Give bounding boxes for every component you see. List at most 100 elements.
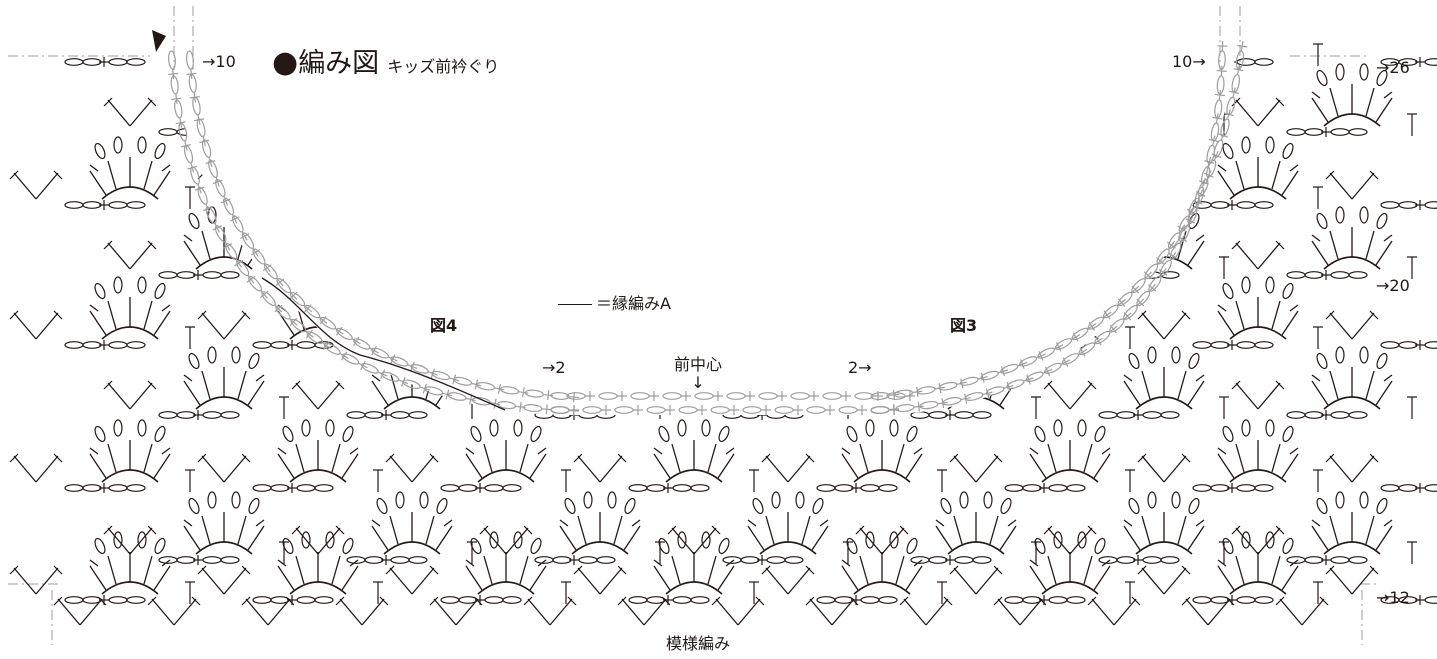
chain-row-stitch xyxy=(816,199,898,211)
front-center: 前中心 ↓ xyxy=(674,356,722,392)
v-stitch xyxy=(1181,596,1235,626)
chain-row-stitch xyxy=(1192,199,1274,211)
figure-label-left: 図4 xyxy=(430,316,458,335)
shell-fan-stitch xyxy=(465,531,547,595)
treble-stitch xyxy=(560,43,572,67)
edge-stitch xyxy=(886,390,916,402)
treble-stitch xyxy=(184,581,196,605)
treble-stitch xyxy=(936,186,948,210)
chain-row-stitch xyxy=(64,56,146,68)
shell-fan-stitch xyxy=(1029,531,1111,595)
shell-fan-stitch xyxy=(1029,419,1111,483)
border-a-line xyxy=(261,277,506,411)
chain-row-stitch xyxy=(346,409,428,421)
row-label-right-top-a: 10→ xyxy=(1172,52,1206,71)
v-stitch xyxy=(103,240,157,270)
chain-row-stitch xyxy=(534,126,616,138)
shell-fan-stitch xyxy=(183,206,265,270)
guide-lines xyxy=(8,6,1380,645)
legend: ＝縁編みA xyxy=(558,290,671,314)
edge-stitch xyxy=(211,222,235,254)
treble-stitch xyxy=(842,113,854,137)
v-stitch xyxy=(1325,310,1379,340)
v-stitch xyxy=(855,240,909,270)
treble-stitch xyxy=(1124,43,1136,67)
edge-stitch xyxy=(524,387,555,402)
v-stitch xyxy=(761,565,815,595)
edge-stitch xyxy=(333,324,364,349)
treble-stitch xyxy=(1124,581,1136,605)
edge-stitch xyxy=(614,404,644,416)
edge-stitch xyxy=(838,404,868,416)
edge-stitch xyxy=(496,398,527,414)
v-stitch xyxy=(1043,240,1097,270)
v-stitch xyxy=(1231,525,1285,555)
edge-stitch xyxy=(228,212,253,244)
v-stitch xyxy=(1087,596,1141,626)
v-stitch xyxy=(1043,525,1097,555)
treble-stitch xyxy=(1312,581,1324,605)
shell-fan-stitch xyxy=(935,63,1017,127)
v-stitch xyxy=(479,97,533,127)
edge-stitch xyxy=(1023,364,1055,386)
shell-fan-stitch xyxy=(1029,276,1111,340)
chain-row-stitch xyxy=(910,269,992,281)
chain-row-stitch xyxy=(1004,199,1086,211)
title-sub: キッズ前衿ぐり xyxy=(387,57,500,76)
v-stitch xyxy=(479,240,533,270)
v-stitch xyxy=(1137,170,1191,200)
v-stitch xyxy=(291,380,345,410)
v-stitch xyxy=(1275,596,1329,626)
treble-stitch xyxy=(1218,256,1230,280)
v-stitch xyxy=(667,525,721,555)
chain-row-stitch xyxy=(64,339,146,351)
v-stitch xyxy=(291,97,345,127)
chain-row-stitch xyxy=(534,269,616,281)
chain-row-stitch xyxy=(910,554,992,566)
treble-stitch xyxy=(1124,326,1136,350)
shell-fan-stitch xyxy=(183,491,265,555)
shell-fan-stitch xyxy=(1217,276,1299,340)
shell-fan-stitch xyxy=(277,531,359,595)
chain-row-stitch xyxy=(252,339,334,351)
treble-stitch xyxy=(842,256,854,280)
shell-fan-stitch xyxy=(935,491,1017,555)
treble-stitch xyxy=(466,113,478,137)
chain-row-stitch xyxy=(534,554,616,566)
v-stitch xyxy=(761,170,815,200)
treble-stitch xyxy=(654,113,666,137)
chain-row-stitch xyxy=(1286,554,1368,566)
v-stitch xyxy=(761,310,815,340)
chain-row-stitch xyxy=(910,409,992,421)
shell-fan-stitch xyxy=(89,276,171,340)
v-stitch xyxy=(385,565,439,595)
bullet-icon: ● xyxy=(272,45,299,80)
treble-stitch xyxy=(372,469,384,493)
treble-stitch xyxy=(278,256,290,280)
chain-row-stitch xyxy=(64,482,146,494)
v-stitch xyxy=(1231,240,1285,270)
edge-stitch xyxy=(321,339,352,364)
chain-row-stitch xyxy=(252,199,334,211)
edge-stitch xyxy=(165,50,180,80)
chain-row-stitch xyxy=(346,126,428,138)
shell-fan-stitch xyxy=(1217,136,1299,200)
v-stitch xyxy=(103,525,157,555)
shell-fan-stitch xyxy=(653,419,735,483)
edge-stitch xyxy=(710,404,740,416)
v-stitch xyxy=(855,380,909,410)
edge-stitch xyxy=(238,229,264,260)
shell-fan-stitch xyxy=(1123,346,1205,410)
treble-stitch xyxy=(1312,469,1324,493)
chain-row-stitch xyxy=(440,482,522,494)
shell-fan-stitch xyxy=(1217,419,1299,483)
shell-fan-stitch xyxy=(89,419,171,483)
treble-stitch xyxy=(1030,113,1042,137)
v-stitch xyxy=(9,565,63,595)
row-label-left-top: →10 xyxy=(202,52,236,71)
chain-row-stitch xyxy=(64,199,146,211)
treble-stitch xyxy=(1030,396,1042,420)
chain-row-stitch xyxy=(1192,339,1274,351)
shell-fan-stitch xyxy=(841,276,923,340)
